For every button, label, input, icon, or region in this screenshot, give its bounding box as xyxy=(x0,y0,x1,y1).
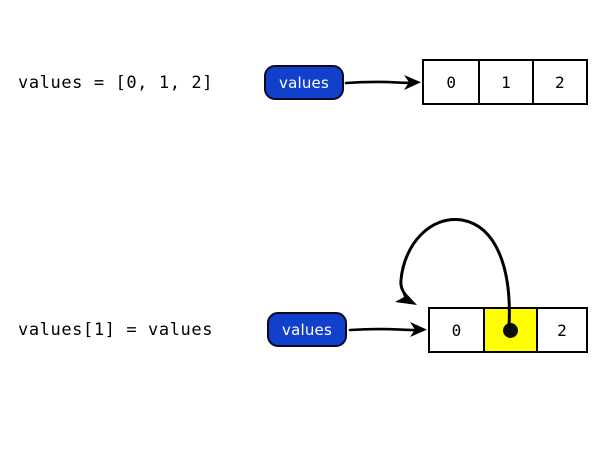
list-cell: 1 xyxy=(478,61,532,103)
list-cell-value: 0 xyxy=(451,320,462,340)
list-cell-value: 0 xyxy=(446,72,456,92)
list-cell: 2 xyxy=(531,61,586,103)
variable-badge-label: values xyxy=(279,73,329,92)
list-cell-value: 2 xyxy=(557,320,567,340)
pointer-dot-icon xyxy=(503,322,518,338)
list-box-row-1: 0 1 2 xyxy=(422,59,588,105)
list-cell-value: 2 xyxy=(555,72,565,92)
variable-badge-label: values xyxy=(282,320,332,339)
list-cell: 0 xyxy=(430,309,483,351)
list-cell-value: 1 xyxy=(501,72,511,92)
list-box-row-2: 0 2 xyxy=(428,307,588,353)
badge-to-list-arrow-row-2 xyxy=(348,322,427,337)
list-cell: 0 xyxy=(424,61,479,103)
badge-to-list-arrow-row-1 xyxy=(344,75,421,90)
code-label-row-2: values[1] = values xyxy=(18,320,214,340)
list-cell: 2 xyxy=(536,309,586,351)
list-cell-highlighted xyxy=(483,309,536,351)
code-label-row-1: values = [0, 1, 2] xyxy=(18,73,214,93)
variable-badge-values-row-2[interactable]: values xyxy=(267,312,347,347)
variable-badge-values-row-1[interactable]: values xyxy=(264,65,344,100)
